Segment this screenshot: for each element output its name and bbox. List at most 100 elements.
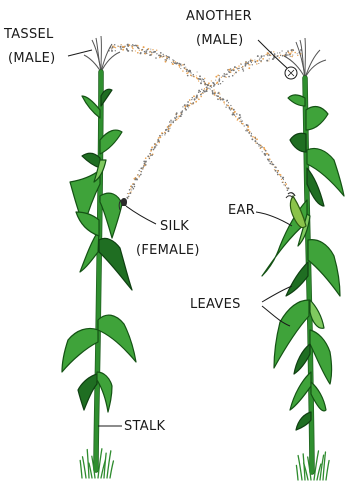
right-leaf-9 <box>286 262 308 296</box>
left-leaf-10 <box>76 212 99 236</box>
pollen-dot <box>245 130 246 131</box>
another-label-sub: (MALE) <box>196 33 244 48</box>
pollen-dot <box>144 51 145 52</box>
pollen-dot <box>193 95 195 97</box>
pollen-dot <box>150 150 152 152</box>
tassel-label: TASSEL <box>3 27 54 42</box>
pollen-dot <box>192 102 194 104</box>
pollen-dot <box>266 60 268 62</box>
pollen-dot <box>156 145 157 146</box>
pollen-dot <box>225 107 226 108</box>
pollen-dot <box>143 165 145 167</box>
pollen-dot <box>120 46 122 48</box>
pollen-dot <box>156 53 157 54</box>
left-leaf-7 <box>100 193 122 238</box>
pollen-dot <box>143 46 145 48</box>
pollen-dot <box>132 44 133 45</box>
pollen-dot <box>246 124 248 126</box>
pollen-dot <box>254 140 256 142</box>
pollen-dot <box>230 109 231 110</box>
pollen-dot <box>237 118 239 120</box>
right-leaf-2 <box>306 107 328 130</box>
pollen-dot <box>219 94 220 95</box>
pollen-dot <box>239 121 241 123</box>
pollen-dot <box>228 102 229 103</box>
pollen-dot <box>232 75 234 77</box>
pollen-dot <box>277 52 278 53</box>
right-leaf-16 <box>296 412 311 430</box>
pollen-dot <box>144 53 146 55</box>
pollen-dot <box>238 68 239 69</box>
pollen-dot <box>145 161 147 163</box>
pollen-dot <box>241 121 242 122</box>
pollen-dot <box>168 125 170 127</box>
pollen-dot <box>163 54 164 55</box>
pollen-dot <box>248 67 250 69</box>
pollen-dot <box>190 72 191 73</box>
pollen-dot <box>233 68 235 70</box>
pollen-dot <box>190 103 191 104</box>
pollen-dot <box>152 49 153 50</box>
pollen-dot <box>207 84 209 86</box>
ear-label: EAR <box>228 203 255 218</box>
pollen-dot <box>200 96 202 98</box>
pollen-dot <box>142 169 143 170</box>
pollen-dot <box>226 73 228 75</box>
pollen-dot <box>127 44 129 46</box>
pollen-dot <box>243 70 245 72</box>
pollen-dot <box>213 85 215 87</box>
pollen-dot <box>251 136 252 137</box>
pollen-dot <box>217 74 219 76</box>
pollen-dot <box>155 146 156 147</box>
pollen-dot <box>193 76 194 77</box>
pollen-dot <box>290 56 291 57</box>
pollen-dot <box>150 154 151 155</box>
pollen-dot <box>221 77 222 78</box>
pollen-dot <box>189 70 191 72</box>
pollen-dot <box>129 44 131 46</box>
pollen-dot <box>198 91 200 93</box>
pollen-dot <box>281 50 282 51</box>
leaves-label: LEAVES <box>190 297 241 312</box>
pollen-dot <box>269 163 271 165</box>
right-leaf-8 <box>308 240 340 296</box>
pollen-dot <box>225 77 226 78</box>
pollen-dot <box>138 48 140 50</box>
pollen-dot <box>182 64 183 65</box>
pollen-dot <box>245 63 247 65</box>
pollen-dot <box>263 55 265 57</box>
pollen-dot <box>259 59 260 60</box>
pollen-dot <box>184 64 185 65</box>
pollen-dot <box>251 62 252 63</box>
another-leader <box>258 40 287 68</box>
pollen-dot <box>166 55 167 56</box>
pollen-dot <box>121 49 122 50</box>
pollen-dot <box>220 99 222 101</box>
pollen-dot <box>254 61 256 63</box>
grass-blade <box>104 453 106 478</box>
pollen-dot <box>156 50 157 51</box>
pollen-dot <box>213 89 214 90</box>
pollen-dot <box>231 108 232 109</box>
pollen-dot <box>201 89 202 90</box>
pollen-dot <box>234 73 235 74</box>
pollen-dot <box>292 49 294 51</box>
pollen-dot <box>182 110 183 111</box>
pollen-dot <box>235 71 237 73</box>
pollen-dot <box>159 135 161 137</box>
pollen-dot <box>151 149 152 150</box>
pollen-dot <box>137 52 139 54</box>
pollen-dot <box>128 193 129 194</box>
silk-label: SILK <box>160 219 189 234</box>
left-leaf-11 <box>98 315 136 362</box>
pollen-dot <box>231 69 233 71</box>
right-leaf-1 <box>288 95 305 106</box>
pollen-dot <box>189 99 191 101</box>
grass-blade <box>296 465 298 480</box>
pollen-dot <box>234 114 235 115</box>
pollen-dot <box>266 54 267 55</box>
pollen-dot <box>260 60 262 62</box>
pollen-dot <box>250 59 251 60</box>
pollen-dot <box>200 94 202 96</box>
